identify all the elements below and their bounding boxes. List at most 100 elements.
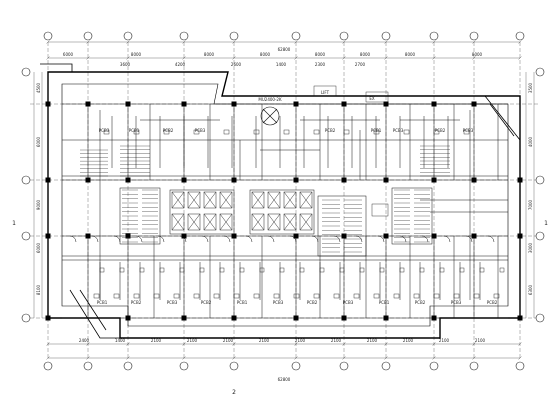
- axis-bubble-top: [123, 31, 133, 41]
- equipment-box: [365, 91, 389, 103]
- axis-bubble-bottom: [469, 361, 479, 371]
- stair-treads: [80, 145, 450, 253]
- room-label-lower: PCB1: [379, 300, 390, 305]
- dim-tick: [384, 342, 388, 346]
- building-core: [119, 187, 433, 257]
- dim-text-bottom: 2100: [331, 338, 342, 343]
- elevator-car: [283, 213, 297, 231]
- dim-tick: [294, 40, 298, 44]
- dim-text-top: 8000: [131, 52, 142, 57]
- dim-tick: [384, 40, 388, 44]
- dim-tick: [384, 56, 388, 60]
- dim-tick: [518, 40, 522, 44]
- axis-bubble-top: [291, 31, 301, 41]
- room-label-upper: PCB3: [393, 128, 404, 133]
- fixture-box: [193, 293, 200, 299]
- dim-tick: [342, 40, 346, 44]
- dim-tick: [342, 356, 346, 360]
- fixture-box: [153, 293, 160, 299]
- room-label-lower: PCB3: [451, 300, 462, 305]
- room-fixtures: [93, 85, 505, 299]
- elevator-cross: [187, 213, 201, 231]
- fixture-box: [359, 267, 365, 273]
- elevator-cross: [219, 191, 233, 209]
- equipment-box: [313, 85, 337, 97]
- equipment-box: [371, 203, 389, 217]
- room-label-upper: PCB3: [195, 128, 206, 133]
- bottom-axis-label: 2: [232, 389, 236, 396]
- column: [431, 315, 437, 321]
- elevator-car: [187, 213, 201, 231]
- dim-text-right: 3000: [528, 242, 533, 253]
- room-label-lower: PCB2: [201, 300, 212, 305]
- door-swing: [201, 235, 209, 243]
- axis-bubble-left: [21, 67, 31, 77]
- dim-tick: [46, 342, 50, 346]
- dim-text-left: 8100: [36, 284, 41, 295]
- column: [45, 177, 51, 183]
- fixture-box: [393, 293, 400, 299]
- dim-tick: [432, 342, 436, 346]
- fixture-box: [333, 293, 340, 299]
- dim-tick: [232, 56, 236, 60]
- dim-tick: [432, 356, 436, 360]
- fixture-box: [219, 267, 225, 273]
- dim-text-top: 8000: [315, 52, 326, 57]
- room-label-lower: PCB1: [237, 300, 248, 305]
- fixture-box: [253, 293, 260, 299]
- column: [431, 177, 437, 183]
- fixture-box: [319, 267, 325, 273]
- fixture-box: [403, 129, 410, 135]
- elevator-cross: [299, 191, 313, 209]
- elevator-cross: [283, 191, 297, 209]
- room-label-upper: PCB3: [99, 128, 110, 133]
- axis-bubble-top: [381, 31, 391, 41]
- dim-text-bottom: 2100: [439, 338, 450, 343]
- dim-text-sub: 1400: [276, 62, 287, 67]
- elevator-car: [251, 213, 265, 231]
- elevator-car: [171, 191, 185, 209]
- center-label: MU2400-2K: [258, 97, 282, 102]
- atrium-circle: [260, 106, 280, 126]
- elevator-cross: [219, 213, 233, 231]
- fixture-box: [479, 267, 485, 273]
- duct-runs: [62, 110, 508, 300]
- fixture-box: [193, 129, 200, 135]
- dim-tick: [384, 356, 388, 360]
- fixture-box: [133, 129, 140, 135]
- dim-text-sub: 4200: [175, 62, 186, 67]
- dim-text-top: 8000: [405, 52, 416, 57]
- elevator-car: [203, 213, 217, 231]
- dim-tick: [46, 40, 50, 44]
- door-swing: [91, 235, 99, 243]
- fixture-box: [113, 293, 120, 299]
- dim-text-sub: 2700: [355, 62, 366, 67]
- axis-bubble-left: [21, 231, 31, 241]
- column: [125, 315, 131, 321]
- column: [471, 233, 477, 239]
- interior-partitions: [62, 103, 508, 319]
- door-swing: [399, 235, 407, 243]
- dim-tick: [232, 342, 236, 346]
- elevator-cross: [171, 191, 185, 209]
- dim-tick: [432, 56, 436, 60]
- column: [231, 315, 237, 321]
- elevator-cross: [283, 213, 297, 231]
- fixture-box: [453, 293, 460, 299]
- axis-bubble-top: [83, 31, 93, 41]
- dim-tick: [86, 40, 90, 44]
- column: [125, 177, 131, 183]
- side-axis-left: 1: [12, 220, 16, 227]
- axis-bubble-bottom: [229, 361, 239, 371]
- column: [181, 315, 187, 321]
- dim-tick: [126, 56, 130, 60]
- door-swing: [135, 235, 143, 243]
- dim-text-right: 6300: [528, 284, 533, 295]
- fixture-box: [313, 293, 320, 299]
- fixture-box: [439, 267, 445, 273]
- column: [231, 233, 237, 239]
- fixture-box: [499, 267, 505, 273]
- dim-text-left: 9000: [36, 199, 41, 210]
- elevator-car: [187, 191, 201, 209]
